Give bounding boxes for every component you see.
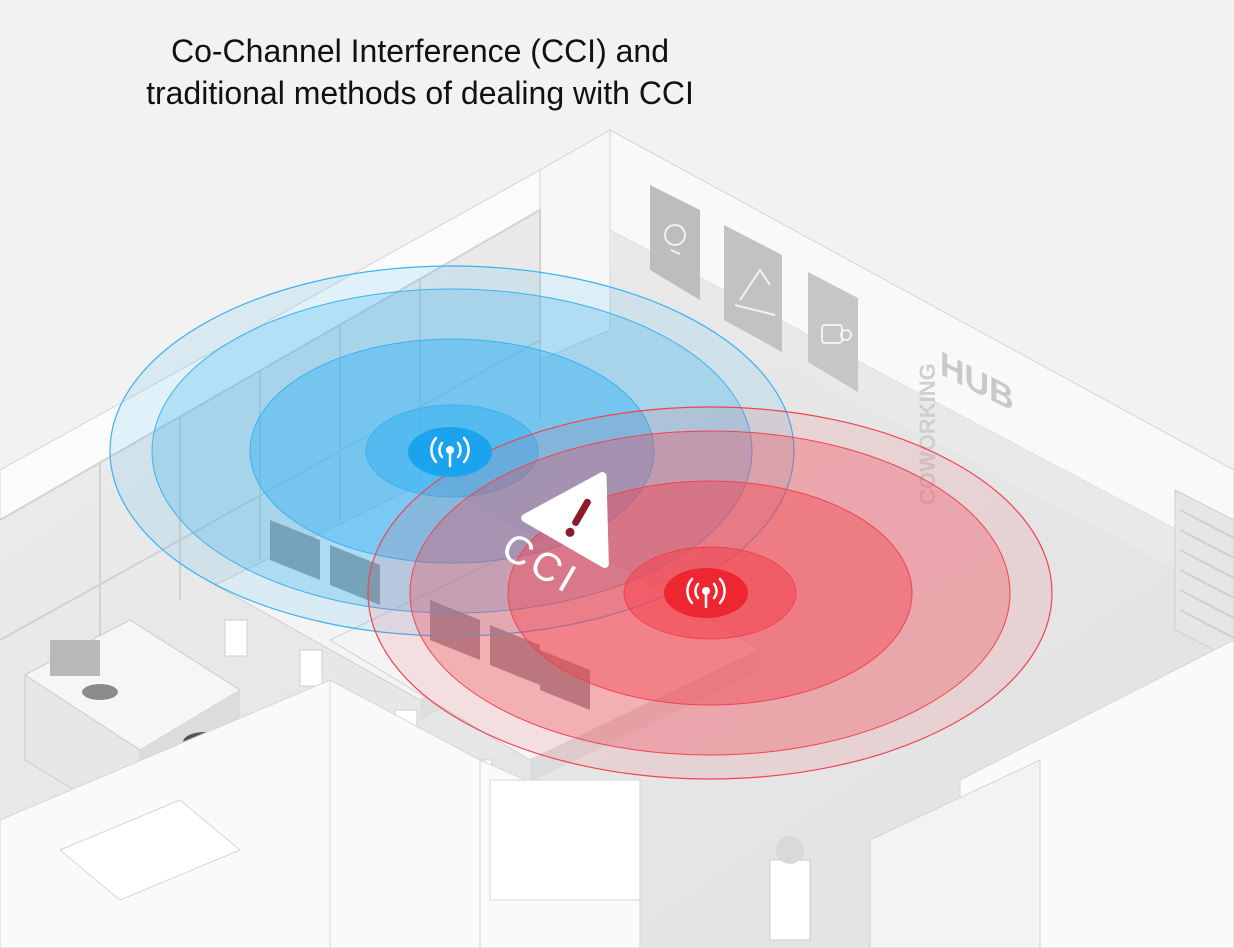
wifi-antenna-icon (686, 577, 726, 609)
title-line-1: Co-Channel Interference (CCI) and (170, 33, 669, 69)
desk-lamp-icon (734, 268, 776, 316)
page-title: Co-Channel Interference (CCI) and tradit… (60, 30, 780, 114)
wifi-antenna-icon (430, 436, 470, 468)
wall-posters (650, 185, 858, 392)
lower-rooms (0, 639, 1234, 948)
window-blinds (1174, 489, 1234, 661)
coffee-cup-icon (821, 324, 852, 344)
lightbulb-icon (664, 224, 686, 255)
warning-triangle-icon (521, 472, 609, 568)
water-cooler (769, 836, 811, 941)
red-access-point (664, 568, 748, 618)
blue-access-point (408, 427, 492, 477)
title-line-2: traditional methods of dealing with CCI (146, 75, 694, 111)
